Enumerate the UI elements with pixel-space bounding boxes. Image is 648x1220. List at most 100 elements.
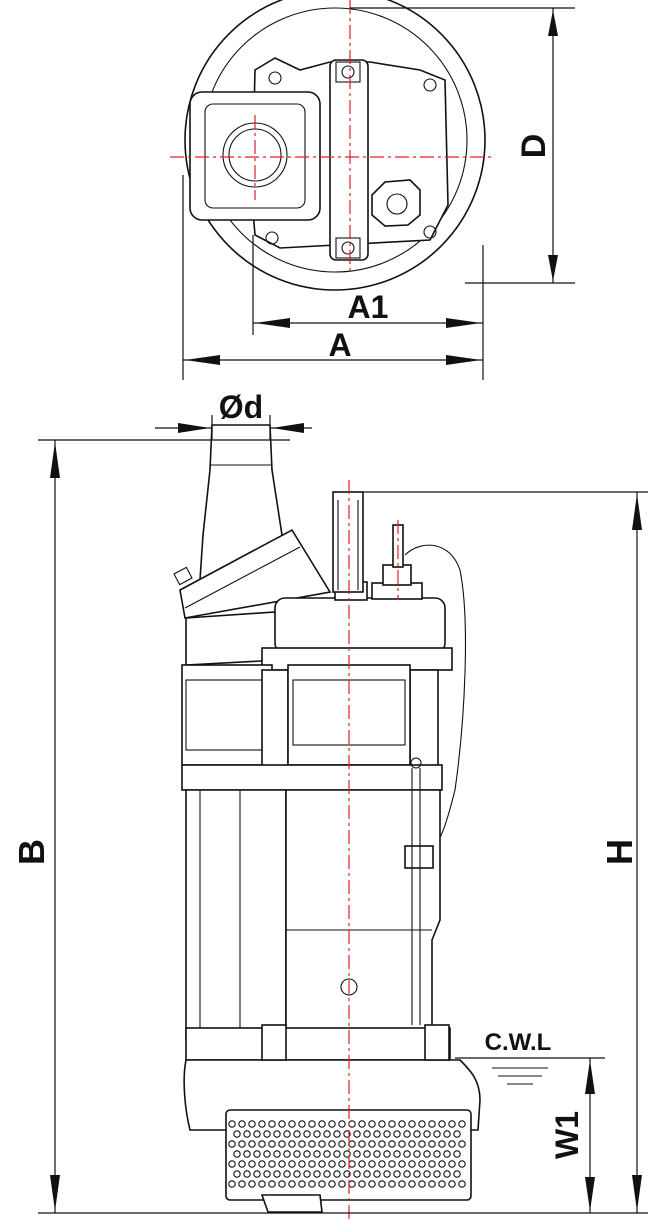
strainer-hole: [358, 1120, 366, 1128]
strainer-hole: [413, 1150, 421, 1158]
strainer-hole: [398, 1120, 406, 1128]
strainer-hole: [333, 1150, 341, 1158]
strainer-hole: [228, 1140, 236, 1148]
strainer-hole: [393, 1170, 401, 1178]
strainer-hole: [288, 1180, 296, 1188]
strainer-hole: [418, 1180, 426, 1188]
dimension-h: H: [363, 491, 648, 1213]
strainer-hole: [393, 1150, 401, 1158]
strainer-hole: [308, 1180, 316, 1188]
strainer-hole: [343, 1150, 351, 1158]
bolt-icon: [423, 78, 437, 92]
top-view-handle-bolt-bottom: [335, 237, 361, 259]
strainer-hole: [268, 1160, 276, 1168]
strainer-hole: [408, 1120, 416, 1128]
strainer-hole: [293, 1150, 301, 1158]
strainer-hole: [408, 1180, 416, 1188]
strainer-hole: [403, 1150, 411, 1158]
strainer-hole: [288, 1140, 296, 1148]
strainer-hole: [418, 1120, 426, 1128]
strainer-hole: [343, 1130, 351, 1138]
strainer-hole: [343, 1170, 351, 1178]
bolt-icon: [423, 225, 437, 239]
strainer-hole: [248, 1160, 256, 1168]
strainer-hole: [248, 1140, 256, 1148]
strainer-hole: [383, 1130, 391, 1138]
strainer-hole: [308, 1160, 316, 1168]
top-view-handle-bolt-top: [335, 61, 361, 83]
dimension-d-label: D: [515, 134, 553, 159]
strainer-hole: [238, 1180, 246, 1188]
strainer-hole: [433, 1170, 441, 1178]
strainer-hole: [258, 1180, 266, 1188]
strainer-hole: [283, 1170, 291, 1178]
strainer-hole: [323, 1130, 331, 1138]
strainer-hole: [453, 1150, 461, 1158]
strainer-hole: [328, 1120, 336, 1128]
strainer-hole: [293, 1170, 301, 1178]
strainer-hole: [328, 1160, 336, 1168]
strainer-hole: [288, 1120, 296, 1128]
strainer-hole: [428, 1140, 436, 1148]
strainer-hole: [328, 1180, 336, 1188]
strainer-hole: [303, 1170, 311, 1178]
bottom-bolt-icon: [341, 241, 355, 255]
strainer-hole: [243, 1130, 251, 1138]
strainer-hole: [258, 1120, 266, 1128]
dimension-a: A: [182, 175, 483, 380]
strainer-hole: [263, 1130, 271, 1138]
strainer-holes: [228, 1120, 466, 1188]
bolt-icon: [410, 757, 422, 769]
strainer-hole: [228, 1160, 236, 1168]
dimension-w1-label: W1: [549, 1111, 585, 1159]
strainer-hole: [448, 1160, 456, 1168]
strainer-hole: [363, 1150, 371, 1158]
strainer-hole: [263, 1170, 271, 1178]
strainer-hole: [383, 1150, 391, 1158]
strainer-hole: [443, 1170, 451, 1178]
strainer-hole: [318, 1120, 326, 1128]
float-switch: [404, 845, 434, 869]
strainer-hole: [298, 1140, 306, 1148]
strainer-hole: [293, 1130, 301, 1138]
volute-lower: [185, 789, 287, 1041]
strainer-hole: [313, 1150, 321, 1158]
strainer-hole: [433, 1150, 441, 1158]
strainer-hole: [423, 1130, 431, 1138]
strainer-hole: [458, 1140, 466, 1148]
strainer-hole: [448, 1180, 456, 1188]
strainer-hole: [303, 1130, 311, 1138]
strainer-hole: [378, 1140, 386, 1148]
strainer-hole: [378, 1180, 386, 1188]
strainer-hole: [453, 1170, 461, 1178]
bolt-icon: [265, 231, 279, 245]
side-view: [173, 424, 481, 1220]
strainer-hole: [408, 1160, 416, 1168]
strainer-hole: [298, 1160, 306, 1168]
strainer-hole: [278, 1160, 286, 1168]
middle-band: [181, 764, 443, 791]
strainer-hole: [263, 1150, 271, 1158]
strainer-hole: [278, 1140, 286, 1148]
strainer-hole: [228, 1180, 236, 1188]
dimension-a1: A1: [252, 235, 484, 380]
base-flange: [185, 1027, 451, 1061]
strainer-hole: [373, 1150, 381, 1158]
motor-top-cover: [274, 597, 446, 654]
strainer-hole: [278, 1180, 286, 1188]
strainer-hole: [258, 1140, 266, 1148]
strainer-hole: [283, 1130, 291, 1138]
strainer-hole: [328, 1140, 336, 1148]
strainer-hole: [323, 1170, 331, 1178]
top-view-cable-gland: [371, 179, 421, 227]
strainer-hole: [423, 1150, 431, 1158]
strainer-hole: [338, 1160, 346, 1168]
strainer-hole: [233, 1150, 241, 1158]
strainer-hole: [428, 1180, 436, 1188]
strainer-hole: [408, 1140, 416, 1148]
plug-icon: [340, 978, 358, 996]
right-foot: [424, 1024, 450, 1061]
strainer-hole: [458, 1120, 466, 1128]
water-level: C.W.L W1: [455, 1029, 605, 1213]
strainer-hole: [313, 1170, 321, 1178]
